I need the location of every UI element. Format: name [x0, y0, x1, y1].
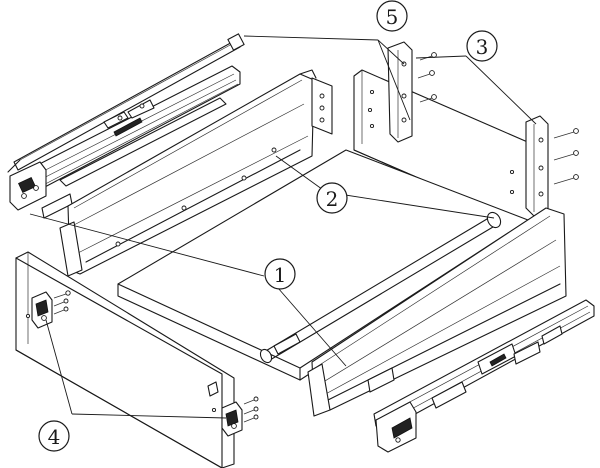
callout-1: 1: [264, 258, 296, 290]
callout-1-label: 1: [274, 263, 287, 287]
callout-3-label: 3: [476, 35, 489, 59]
left-drawer-side: [59, 69, 333, 277]
callout-5: 5: [376, 0, 408, 32]
front-fittings: [25, 290, 259, 437]
back-panel-brackets: [387, 41, 549, 217]
front-panel: [15, 251, 235, 468]
callout-3: 3: [466, 30, 498, 62]
right-drawer-side: [259, 207, 567, 417]
callout-5-label: 5: [386, 5, 399, 29]
callout-2: 2: [316, 182, 348, 214]
left-drawer-runner: [7, 33, 245, 219]
leader-lines: [29, 35, 537, 419]
callout-4-label: 4: [48, 425, 61, 449]
callout-4: 4: [38, 420, 70, 452]
right-drawer-runner: [373, 299, 595, 453]
callout-2-label: 2: [326, 187, 339, 211]
back-panel-screws: [367, 52, 579, 195]
